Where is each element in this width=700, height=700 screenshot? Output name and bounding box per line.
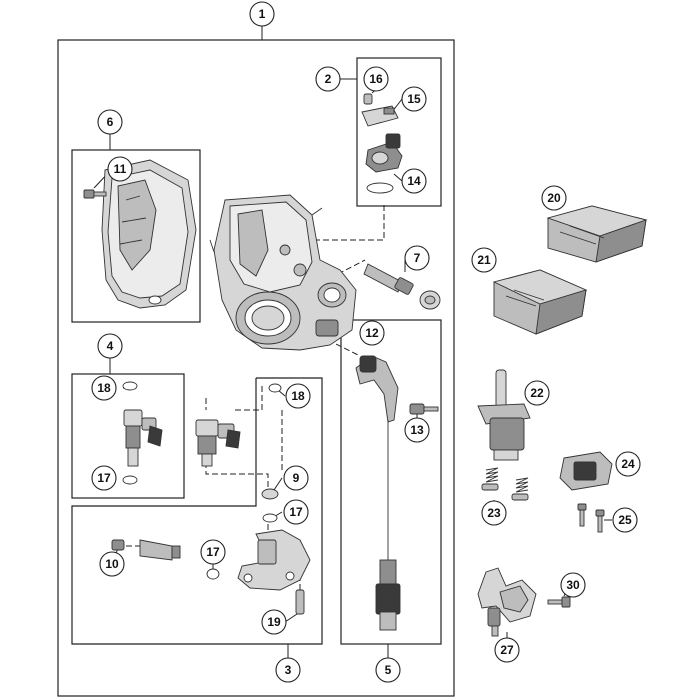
callout-30[interactable]: 30 xyxy=(560,572,586,598)
svg-text:17: 17 xyxy=(289,505,303,519)
callout-27[interactable]: 27 xyxy=(494,637,520,663)
callout-14[interactable]: 14 xyxy=(401,168,427,194)
callout-16[interactable]: 16 xyxy=(363,66,389,92)
frame-throttle-body-assembly xyxy=(57,39,455,697)
svg-text:19: 19 xyxy=(267,615,281,629)
callout-17-injector[interactable]: 17 xyxy=(91,465,117,491)
sensor-22-part xyxy=(477,369,531,461)
injector-holder-parts xyxy=(111,488,311,615)
throttle-cover-part xyxy=(101,159,197,309)
callout-18-middle[interactable]: 18 xyxy=(285,383,311,409)
callouts: 1 2 3 4 5 6 7 9 10 11 12 13 14 15 16 17 … xyxy=(91,1,641,683)
callout-17-holder[interactable]: 17 xyxy=(283,499,309,525)
callout-11[interactable]: 11 xyxy=(107,156,133,182)
control-unit-20-part xyxy=(546,205,648,263)
callout-18-injector[interactable]: 18 xyxy=(91,375,117,401)
callout-21[interactable]: 21 xyxy=(471,247,497,273)
callout-24[interactable]: 24 xyxy=(615,451,641,477)
callout-13[interactable]: 13 xyxy=(404,417,430,443)
callout-12[interactable]: 12 xyxy=(359,320,385,346)
svg-text:18: 18 xyxy=(291,389,305,403)
svg-text:24: 24 xyxy=(621,457,635,471)
wiring-harness-parts xyxy=(355,355,439,631)
callout-15[interactable]: 15 xyxy=(401,86,427,112)
spring-23-part xyxy=(481,467,529,501)
svg-text:17: 17 xyxy=(97,471,111,485)
svg-text:7: 7 xyxy=(414,251,421,265)
svg-text:30: 30 xyxy=(566,578,580,592)
callout-23[interactable]: 23 xyxy=(481,500,507,526)
injector-middle-part xyxy=(195,383,282,467)
callout-5[interactable]: 5 xyxy=(375,657,401,683)
connector-24-part xyxy=(559,451,613,491)
callout-17-oring[interactable]: 17 xyxy=(200,539,226,565)
callout-1[interactable]: 1 xyxy=(249,1,275,27)
callout-19[interactable]: 19 xyxy=(261,609,287,635)
callout-7[interactable]: 7 xyxy=(404,245,430,271)
svg-text:15: 15 xyxy=(407,92,421,106)
callout-3[interactable]: 3 xyxy=(275,657,301,683)
control-unit-21-part xyxy=(492,269,588,335)
idle-valve-7-part xyxy=(363,263,441,310)
svg-text:11: 11 xyxy=(114,162,127,176)
sensor-14-part xyxy=(365,133,403,194)
svg-text:17: 17 xyxy=(206,545,220,559)
svg-text:14: 14 xyxy=(407,174,421,188)
screw-11-part xyxy=(83,189,107,199)
svg-text:5: 5 xyxy=(385,663,392,677)
frame-injector-group xyxy=(71,373,185,499)
throttle-body-part xyxy=(209,194,357,351)
frame-cover-group xyxy=(71,149,201,323)
svg-text:3: 3 xyxy=(285,663,292,677)
screw-30-part xyxy=(547,596,571,608)
svg-text:1: 1 xyxy=(259,7,266,21)
callout-22[interactable]: 22 xyxy=(524,380,550,406)
injector-group-parts xyxy=(122,381,163,485)
svg-text:20: 20 xyxy=(547,191,561,205)
sensor-plate-15-part xyxy=(361,105,399,127)
callout-10[interactable]: 10 xyxy=(99,551,125,577)
svg-text:12: 12 xyxy=(365,326,379,340)
leader-lines xyxy=(93,26,612,658)
svg-text:23: 23 xyxy=(487,506,501,520)
frame-sensor-group xyxy=(356,57,442,207)
callout-2[interactable]: 2 xyxy=(315,66,341,92)
callout-6[interactable]: 6 xyxy=(97,109,123,135)
svg-text:4: 4 xyxy=(107,339,114,353)
svg-text:25: 25 xyxy=(618,513,632,527)
svg-text:10: 10 xyxy=(105,557,119,571)
svg-text:18: 18 xyxy=(97,381,111,395)
frame-cable-group xyxy=(340,319,442,645)
svg-text:2: 2 xyxy=(325,72,332,86)
svg-text:27: 27 xyxy=(500,643,514,657)
screws-25-part xyxy=(577,503,605,533)
svg-text:21: 21 xyxy=(477,253,491,267)
callout-4[interactable]: 4 xyxy=(97,333,123,359)
svg-text:13: 13 xyxy=(410,423,424,437)
sensor-27-part xyxy=(477,567,537,637)
svg-text:9: 9 xyxy=(293,471,300,485)
callout-20[interactable]: 20 xyxy=(541,185,567,211)
frame-injector-holder-group xyxy=(71,377,323,645)
sensor-screw-16-part xyxy=(363,93,373,105)
svg-text:6: 6 xyxy=(107,115,114,129)
svg-text:22: 22 xyxy=(530,386,544,400)
callout-9[interactable]: 9 xyxy=(283,465,309,491)
assembly-frames xyxy=(57,39,455,697)
callout-25[interactable]: 25 xyxy=(612,507,638,533)
svg-text:16: 16 xyxy=(369,72,383,86)
